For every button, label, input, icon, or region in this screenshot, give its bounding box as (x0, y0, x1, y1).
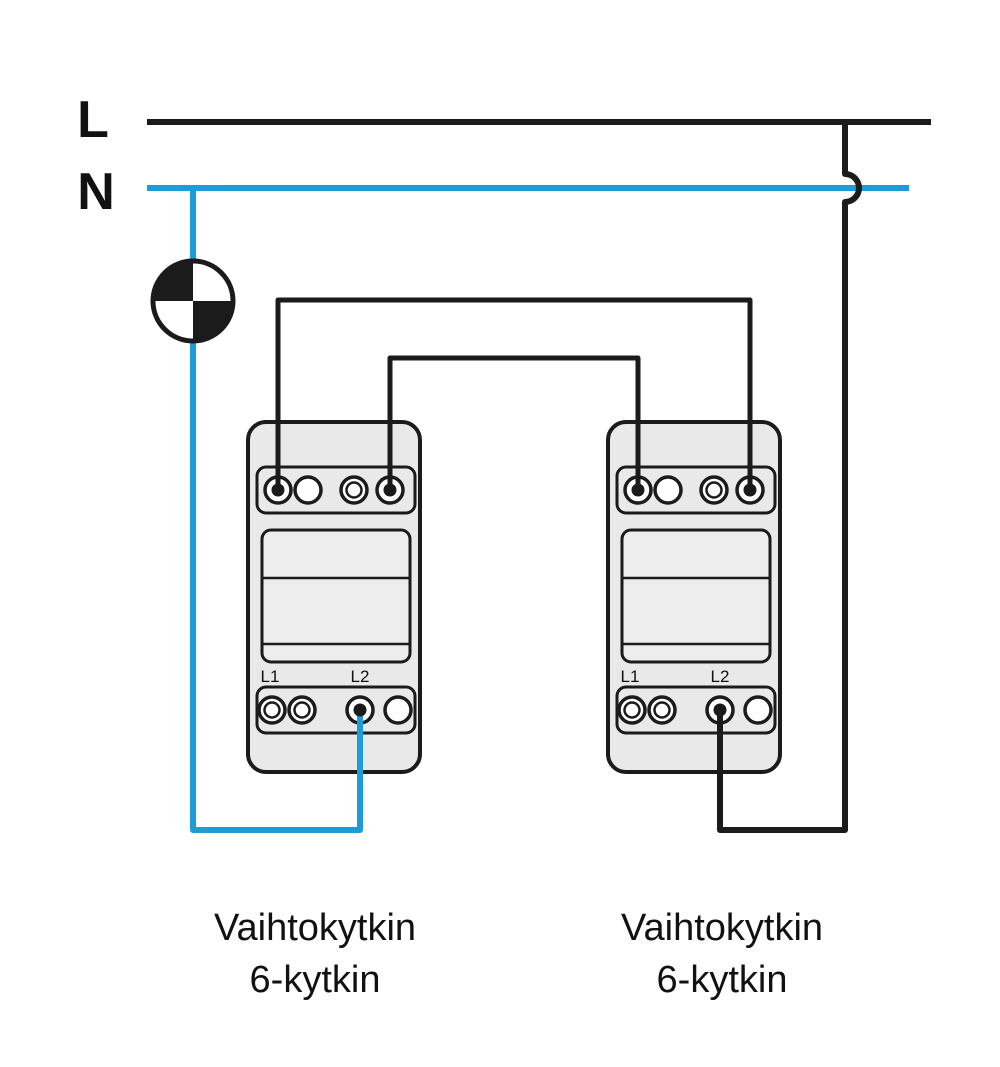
terminal-dots (271, 483, 757, 717)
lamp-quadrant-white (193, 261, 233, 301)
line-bus-label: L (77, 91, 109, 149)
line-drop-wire (717, 122, 862, 833)
rocker (620, 528, 772, 664)
terminal-ring-inner (263, 701, 281, 719)
terminal-ring (383, 695, 413, 725)
traveller-wire-outer (275, 297, 753, 490)
terminal-ring (699, 475, 729, 505)
terminal-dot (713, 703, 727, 717)
top-terminal-strip (255, 465, 417, 515)
neutral-drop-wire (190, 188, 363, 833)
traveller-wire-inner (387, 355, 641, 490)
switch-right-caption-line1: Vaihtokytkin (621, 907, 823, 949)
terminal-label-l1: L1 (621, 667, 640, 686)
terminal-ring (617, 695, 647, 725)
terminal-ring (647, 695, 677, 725)
terminal-ring (339, 475, 369, 505)
lamp-outline (150, 258, 236, 344)
terminal-label-l1: L1 (261, 667, 280, 686)
terminal-ring-inner (623, 701, 641, 719)
terminal-ring-inner (345, 481, 363, 499)
terminal-ring (257, 695, 287, 725)
switch-right: L1 L2 (606, 420, 782, 774)
wires (147, 119, 931, 833)
terminal-ring (743, 695, 773, 725)
terminal-dot (383, 483, 397, 497)
terminal-label-l2: L2 (711, 667, 730, 686)
terminal-dot (353, 703, 367, 717)
lamp-indicator-icon (150, 258, 236, 344)
switch-left-caption-line1: Vaihtokytkin (214, 907, 416, 949)
terminal-ring (287, 695, 317, 725)
terminal-ring-inner (705, 481, 723, 499)
terminal-ring (653, 475, 683, 505)
terminal-dot (631, 483, 645, 497)
lamp-quadrant-white (153, 301, 193, 341)
terminal-ring-inner (653, 701, 671, 719)
terminal-ring-inner (293, 701, 311, 719)
switch-left-caption-line2: 6-kytkin (250, 959, 381, 1001)
lamp-quadrant-black (193, 301, 233, 341)
switch-right-caption-line2: 6-kytkin (657, 959, 788, 1001)
terminal-ring (293, 475, 323, 505)
top-terminal-strip (615, 465, 777, 515)
terminal-dot (743, 483, 757, 497)
rocker (260, 528, 412, 664)
switch-left: L1 L2 (246, 420, 422, 774)
neutral-bus-label: N (77, 163, 115, 221)
lamp-quadrant-black (153, 261, 193, 301)
terminal-label-l2: L2 (351, 667, 370, 686)
terminal-dot (271, 483, 285, 497)
